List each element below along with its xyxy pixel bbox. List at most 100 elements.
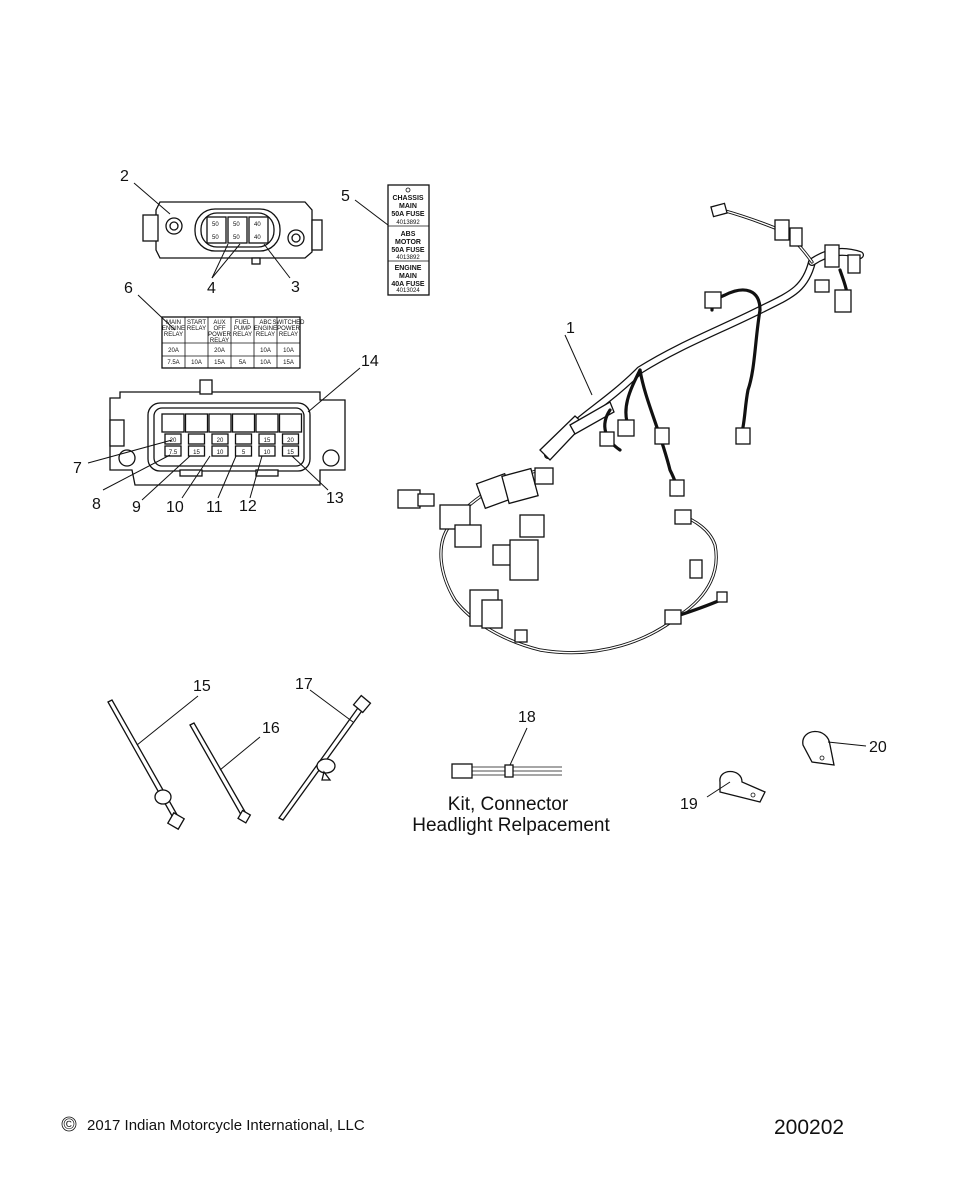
relay-row2-value: 15A: [283, 360, 294, 366]
fuse-c-label-2: 40: [254, 235, 261, 241]
callout-2: 2: [120, 168, 129, 185]
kit-caption-line2: Headlight Relpacement: [412, 815, 610, 836]
relay-header-text: START: [187, 320, 206, 326]
callout-9: 9: [132, 499, 141, 516]
callout-8: 8: [92, 496, 101, 513]
relay-header-text: RELAY: [187, 326, 206, 332]
relay-row2-value: 15A: [214, 360, 225, 366]
callout-3: 3: [291, 279, 300, 296]
relay-slot: [208, 413, 232, 433]
leader-lines: [87, 182, 867, 798]
relay-slot: [184, 413, 209, 433]
callout-12: 12: [239, 498, 257, 515]
fuse-b-label: 50: [233, 222, 240, 228]
fuse-top-value: 20: [217, 438, 224, 444]
relay-header-text: POWER: [208, 332, 231, 338]
fuse-label-line2: MAIN: [399, 203, 417, 210]
fuse-bottom-value: 15: [287, 450, 294, 456]
fuse-label-line4: ABS: [401, 231, 416, 238]
fuse-label-line7: ENGINE: [395, 265, 422, 272]
relay-slot: [231, 413, 256, 433]
copyright-text: 2017 Indian Motorcycle International, LL…: [87, 1117, 365, 1134]
callout-20: 20: [869, 739, 887, 756]
fuse-label-line3: 50A FUSE: [391, 211, 425, 218]
fuse-top-value: 20: [287, 438, 294, 444]
main-wiring-harness: [397, 202, 864, 655]
callout-13: 13: [326, 490, 344, 507]
callout-18: 18: [518, 709, 536, 726]
fuse-slot-upper: [187, 433, 206, 445]
fuse-bottom-value: 15: [193, 450, 200, 456]
fuse-top-value: 20: [170, 438, 177, 444]
fuse-label-line1: CHASSIS: [392, 195, 423, 202]
relay-header-text: OFF: [214, 326, 226, 332]
relay-row1-value: 20A: [214, 348, 225, 354]
callout-7: 7: [73, 460, 82, 477]
fuse-slot-lower: [187, 445, 206, 457]
callout-15: 15: [193, 678, 211, 695]
relay-slot: [278, 413, 303, 433]
relay-header-text: SWITCHED: [273, 320, 306, 326]
copyright-symbol: ©: [63, 1116, 74, 1133]
fuse-slot-upper: [164, 433, 182, 445]
fuse-slot-upper: [258, 433, 276, 445]
relay-label-card: [161, 316, 301, 369]
fuse-slot-lower: [281, 445, 300, 457]
fuse-slot-upper: [211, 433, 229, 445]
relay-header-text: ABC: [259, 320, 272, 326]
callout-11: 11: [206, 499, 223, 516]
headlight-connector-kit: [451, 763, 562, 779]
fuse-bottom-value: 10: [217, 450, 224, 456]
fuse-slot-lower: [211, 445, 229, 457]
fuse-slot-lower: [258, 445, 276, 457]
relay-header-text: MAIN: [166, 320, 181, 326]
fuse-slot-lower: [234, 445, 253, 457]
callout-17: 17: [295, 676, 313, 693]
fuse-bottom-value: 7.5: [169, 450, 178, 456]
callout-numbers: 1 2 3 4 5 6 7 8 9 10 11 12 13 14 15 16 1…: [73, 168, 887, 813]
cable-tie-17: [278, 694, 372, 821]
relay-row1-value: 10A: [283, 348, 294, 354]
fuse-bottom-value: 10: [264, 450, 271, 456]
relay-row2-value: 10A: [191, 360, 202, 366]
relay-header-text: RELAY: [164, 332, 183, 338]
fuse-a-label-2: 50: [212, 235, 219, 241]
relay-header-text: RELAY: [233, 332, 252, 338]
relay-header-text: PUMP: [234, 326, 251, 332]
fuse-label-line8: MAIN: [399, 273, 417, 280]
callout-10: 10: [166, 499, 184, 516]
fuse-top-value: 15: [264, 438, 271, 444]
callout-16: 16: [262, 720, 280, 737]
relay-row2-value: 5A: [239, 360, 246, 366]
relay-label-headers: MAINENGINERELAYSTARTRELAYAUXOFFPOWERRELA…: [162, 320, 305, 366]
relay-header-text: ENGINE: [254, 326, 277, 332]
relay-header-text: RELAY: [256, 332, 275, 338]
relay-header-text: RELAY: [210, 338, 229, 344]
clamp-19: [719, 770, 766, 803]
callout-4: 4: [207, 280, 216, 297]
fuse-label-part3: 4013024: [396, 288, 420, 294]
relay-header-text: FUEL: [235, 320, 251, 326]
relay-row2-value: 10A: [260, 360, 271, 366]
callout-14: 14: [361, 353, 379, 370]
fuse-label-part1: 4013892: [396, 220, 420, 226]
cable-tie-15: [107, 699, 186, 831]
diagram-code: 200202: [774, 1116, 844, 1139]
fuse-holder-block: 50 50 40 50 50 40: [142, 201, 323, 265]
fuse-slot-lower: [164, 445, 182, 457]
fuse-b-label-2: 50: [233, 235, 240, 241]
fuse-a-label: 50: [212, 222, 219, 228]
fuse-label-line6: 50A FUSE: [391, 247, 425, 254]
callout-1: 1: [566, 320, 575, 337]
callout-19: 19: [680, 796, 698, 813]
fuse-slot-upper: [281, 433, 300, 445]
fuse-label-part2: 4013892: [396, 255, 420, 261]
cable-tie-16: [189, 722, 252, 824]
fuse-label-line5: MOTOR: [395, 239, 421, 246]
relay-row1-value: 20A: [168, 348, 179, 354]
relay-slot: [255, 413, 279, 433]
fuse-slot-upper: [234, 433, 253, 445]
fuse-c-label: 40: [254, 222, 261, 228]
